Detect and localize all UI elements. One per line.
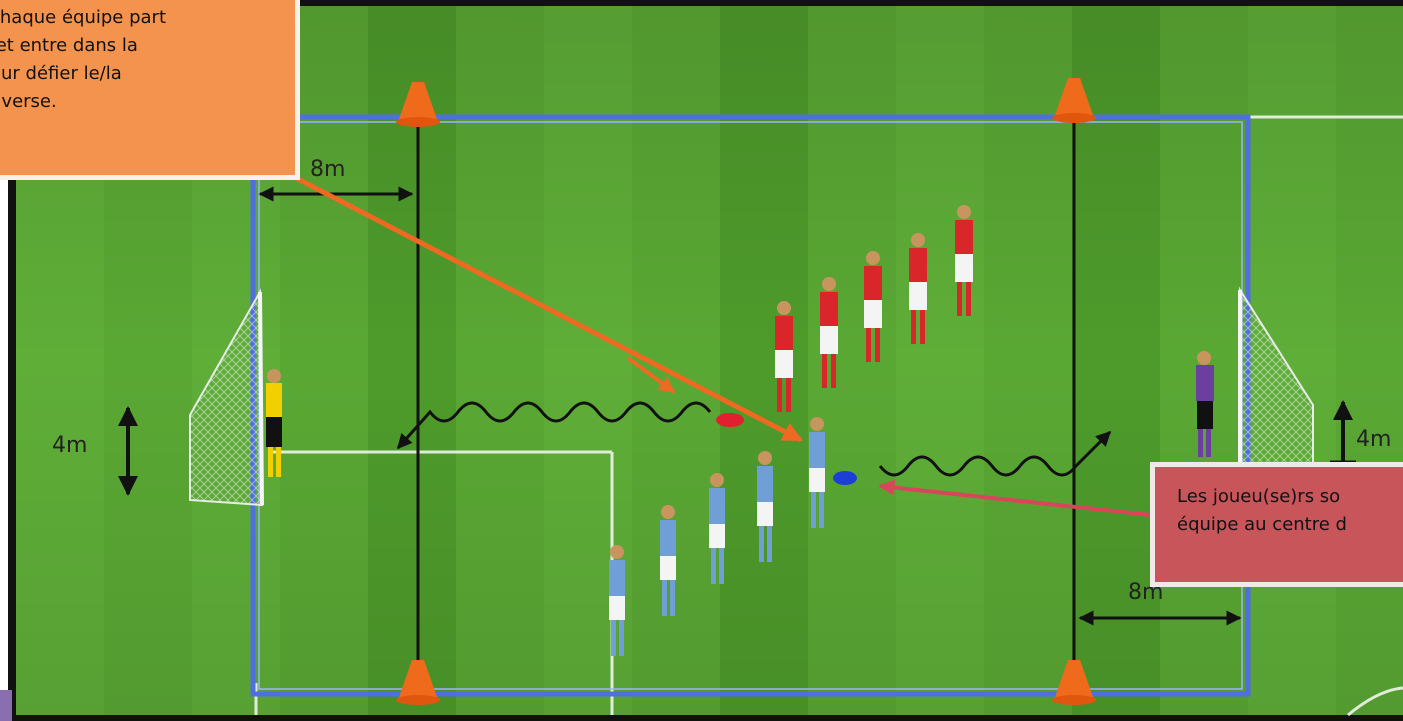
goal-width-label-left: 4m bbox=[52, 433, 88, 458]
zone-lines bbox=[416, 112, 1076, 690]
cone bbox=[1052, 660, 1096, 705]
distance-label-top-left: 8m bbox=[310, 157, 346, 182]
callout-arrow-red bbox=[878, 479, 1161, 518]
red-player bbox=[864, 251, 882, 362]
callout-arrow-orange bbox=[294, 175, 803, 443]
callout-text: chaque équipe part et entre dans la our … bbox=[0, 7, 167, 112]
blue-player bbox=[709, 473, 725, 584]
blue-disc-marker bbox=[833, 471, 857, 485]
cone bbox=[396, 82, 440, 127]
blue-player bbox=[757, 451, 773, 562]
red-team bbox=[775, 205, 973, 412]
blue-team bbox=[609, 417, 825, 656]
left-goal bbox=[189, 288, 264, 507]
goalkeeper-yellow bbox=[266, 369, 282, 477]
blue-player bbox=[660, 505, 676, 616]
blue-player bbox=[809, 417, 825, 528]
red-player bbox=[909, 233, 927, 344]
red-player bbox=[775, 301, 793, 412]
red-player bbox=[820, 277, 838, 388]
cone bbox=[1052, 78, 1096, 123]
goalkeeper-purple bbox=[1196, 351, 1214, 457]
slide-corner-tab bbox=[0, 690, 12, 721]
instruction-callout-orange: chaque équipe part et entre dans la our … bbox=[0, 0, 300, 180]
cone bbox=[396, 660, 440, 705]
dribble-arrow-left bbox=[396, 401, 712, 450]
dribble-arrow-right bbox=[878, 430, 1112, 477]
callout-text: Les joueu(se)rs so équipe au centre d bbox=[1177, 486, 1347, 535]
goal-width-label-right: 4m bbox=[1356, 427, 1392, 452]
red-player bbox=[955, 205, 973, 316]
red-disc-marker bbox=[716, 413, 744, 427]
blue-player bbox=[609, 545, 625, 656]
instruction-callout-red: Les joueu(se)rs so équipe au centre d bbox=[1150, 462, 1403, 587]
